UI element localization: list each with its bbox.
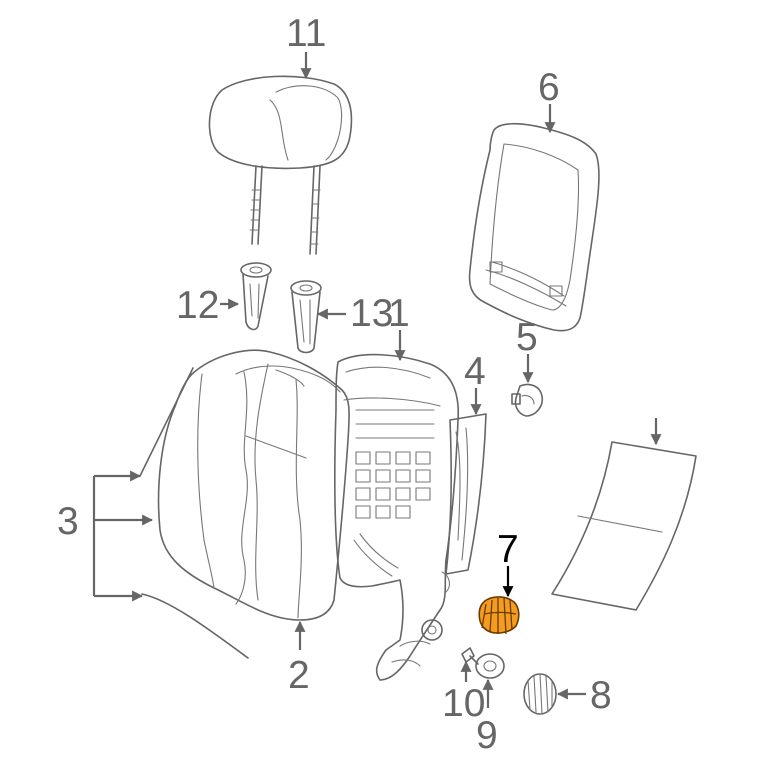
headrest-guide-right-part[interactable] xyxy=(290,280,322,354)
callout-labels: 11 12 13 1 4 6 5 3 2 7 8 9 10 xyxy=(57,12,612,757)
cap-part[interactable] xyxy=(523,673,557,715)
side-panel-part[interactable] xyxy=(445,413,487,575)
headrest-part[interactable] xyxy=(208,75,353,255)
headrest-guide-left-part[interactable] xyxy=(240,262,272,331)
callout-5: 5 xyxy=(516,316,538,359)
callout-7: 7 xyxy=(497,528,519,571)
callout-13: 13 xyxy=(350,292,393,335)
backrest-cover-part[interactable] xyxy=(139,349,350,659)
seat-frame-part[interactable] xyxy=(334,353,460,681)
callout-9: 9 xyxy=(476,714,498,757)
leader-lines xyxy=(92,52,662,708)
callout-3: 3 xyxy=(57,500,79,543)
recliner-knob-part[interactable] xyxy=(478,596,520,635)
back-panel-part[interactable] xyxy=(468,122,600,332)
callout-11: 11 xyxy=(286,12,327,55)
callout-2: 2 xyxy=(288,654,310,697)
callout-10: 10 xyxy=(442,682,485,725)
callout-6: 6 xyxy=(538,66,560,109)
callout-12: 12 xyxy=(176,284,219,327)
screw-part[interactable] xyxy=(461,647,479,665)
trim-panel-part[interactable] xyxy=(551,441,697,611)
callout-1: 1 xyxy=(388,292,410,335)
washer-part[interactable] xyxy=(475,653,505,679)
callout-4: 4 xyxy=(464,350,486,393)
callout-8: 8 xyxy=(590,674,612,717)
clip-part[interactable] xyxy=(511,383,544,417)
